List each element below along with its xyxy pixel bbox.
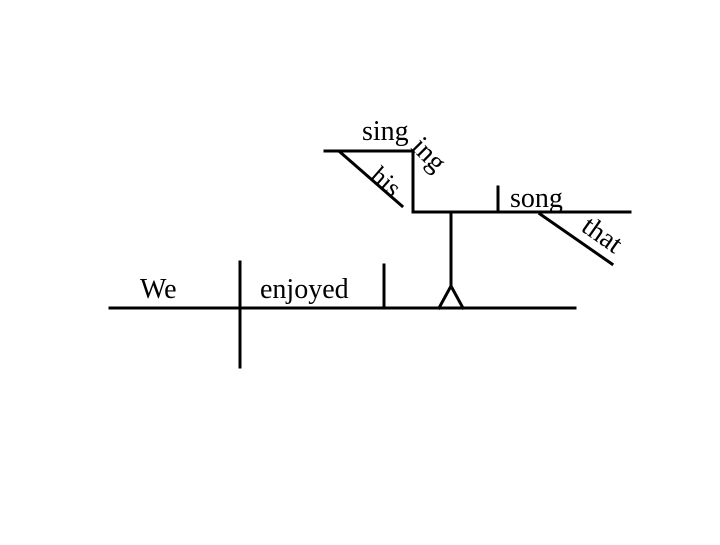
object-word-song: song (510, 183, 563, 214)
modifier-slant-that (537, 211, 615, 267)
modifier-word-his: his (365, 161, 407, 203)
modifier-word-that: that (576, 210, 628, 260)
pedestal-foot (436, 282, 466, 311)
verb-word: enjoyed (260, 274, 349, 305)
modifier-slant-his (337, 149, 405, 209)
gerund-word-part1: sing (362, 116, 409, 147)
subject-word: We (140, 274, 177, 305)
